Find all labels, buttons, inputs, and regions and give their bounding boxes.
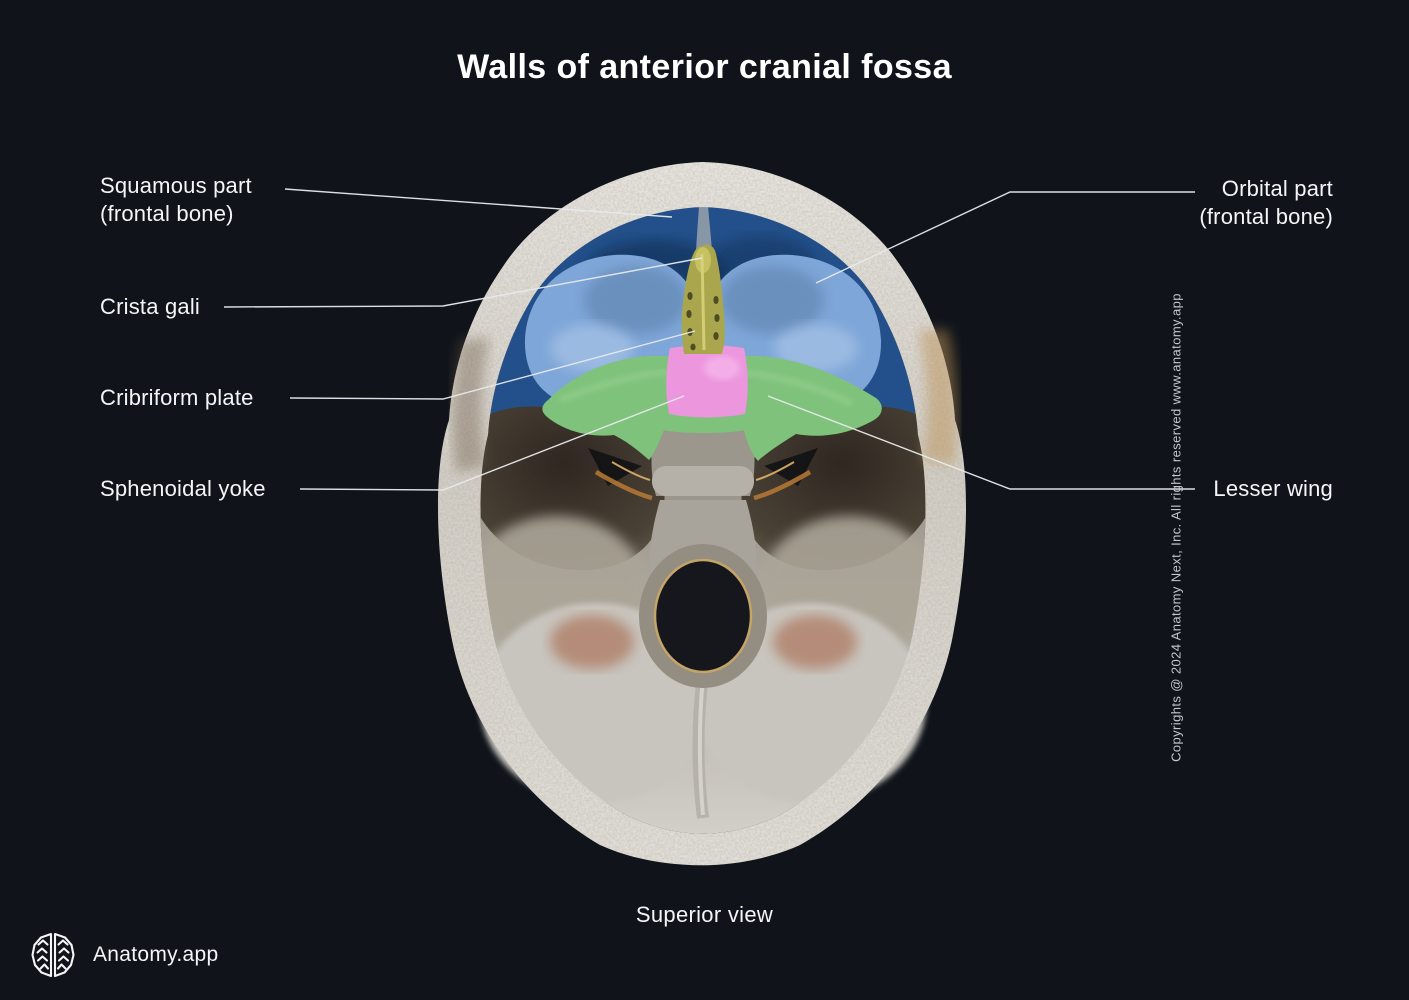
leader-line-squamous-part [284,188,673,218]
orbital-highlight-left [550,324,634,372]
gold-accent-right [755,461,795,481]
crista-ridge [700,253,706,351]
skull [437,162,967,866]
leader-line-orbital-part [815,191,1195,284]
copper-accent-left [594,470,653,501]
fissure-slit-right [764,448,818,486]
copper-accent-right [753,470,812,501]
brand-name: Anatomy.app [93,943,219,966]
lesser-wing-highlight [559,369,854,407]
orbital-highlight-right [774,324,858,372]
frontal-crest-groove [696,206,712,250]
leader-line-sphenoidal-yoke [299,395,685,491]
gold-accent-left [611,461,651,481]
label-cribriform-plate: Cribriform plate [100,385,254,410]
label-orbital-part: Orbital part (frontal bone) [1199,176,1333,229]
view-caption: Superior view [635,902,774,927]
orbital-shading-right [720,266,824,334]
region-sphenoidal-yoke [666,345,748,418]
leader-lines [223,188,1195,491]
rim-gold-patch-right [918,330,958,466]
brain-icon [28,930,78,980]
orbital-shading-left [584,266,688,334]
leader-line-cribriform-plate [289,330,696,400]
leader-line-crista-galli [223,257,703,308]
dorsum-sellae [652,466,754,496]
foramen-magnum [653,558,753,674]
label-crista-galli: Crista gali [100,294,201,319]
petrous-orange-right [773,615,857,669]
leader-line-lesser-wing [767,395,1195,490]
figure-title: Walls of anterior cranial fossa [457,48,952,86]
label-lesser-wing: Lesser wing [1213,476,1333,501]
cribriform-foramina [686,292,720,351]
copyright-notice: Copyrights @ 2024 Anatomy Next, Inc. All… [1168,293,1184,762]
fissure-slit-left [588,448,642,486]
label-squamous-part: Squamous part (frontal bone) [100,173,252,226]
petrous-orange-left [550,615,634,669]
yoke-highlight [704,356,740,380]
occipital-crest-highlight [698,675,705,816]
label-sphenoidal-yoke: Sphenoidal yoke [100,476,266,501]
brand-logo: Anatomy.app [28,930,219,980]
rim-brown-patch-left [452,338,490,472]
